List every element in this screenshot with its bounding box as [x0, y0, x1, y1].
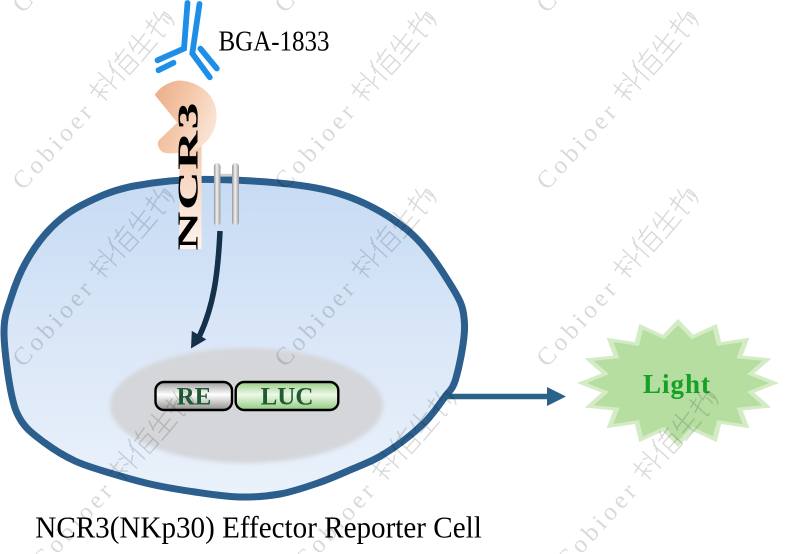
svg-text:NCR3: NCR3 — [172, 103, 204, 251]
svg-text:BGA-1833: BGA-1833 — [219, 27, 330, 58]
svg-text:NCR3(NKp30) Effector Reporter: NCR3(NKp30) Effector Reporter Cell — [35, 510, 482, 545]
svg-text:Light: Light — [643, 369, 711, 399]
svg-text:LUC: LUC — [261, 384, 314, 411]
svg-text:RE: RE — [177, 384, 212, 411]
